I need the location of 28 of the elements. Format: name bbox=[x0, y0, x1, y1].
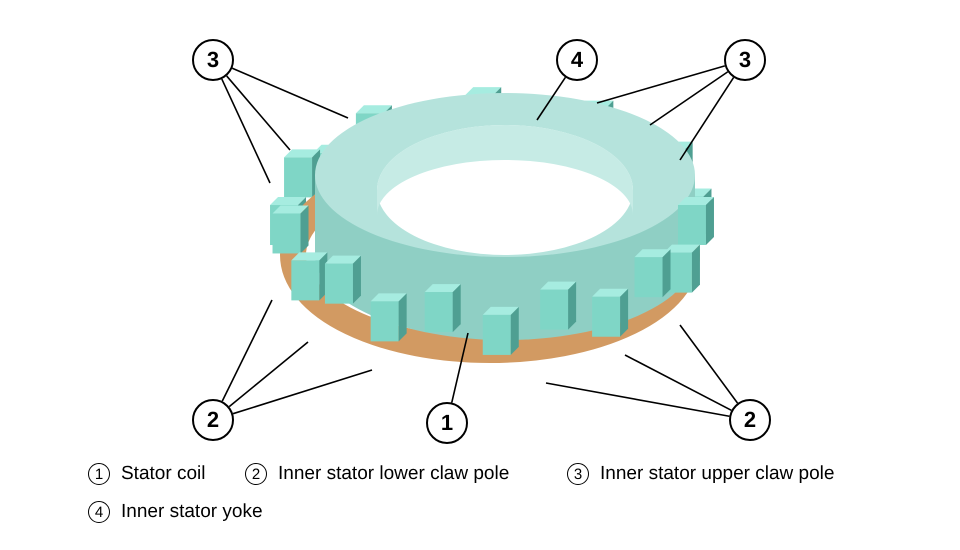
leader-line bbox=[222, 300, 273, 402]
legend-text: Stator coil bbox=[121, 463, 206, 485]
leader-line bbox=[624, 354, 732, 412]
leader-line bbox=[679, 77, 734, 160]
callout-number: 3 bbox=[724, 39, 766, 81]
legend-number: 2 bbox=[245, 463, 267, 485]
leader-line bbox=[451, 332, 469, 403]
leader-line bbox=[221, 78, 271, 184]
legend-number: 1 bbox=[88, 463, 110, 485]
leader-line bbox=[226, 75, 291, 151]
leader-line bbox=[536, 77, 566, 120]
leader-line bbox=[232, 68, 348, 119]
callout-number: 2 bbox=[192, 399, 234, 441]
legend-number: 3 bbox=[567, 463, 589, 485]
leader-line bbox=[232, 369, 372, 414]
leader-line bbox=[679, 324, 738, 404]
legend-text: Inner stator upper claw pole bbox=[600, 463, 834, 485]
callout-number: 2 bbox=[729, 399, 771, 441]
leader-line bbox=[596, 65, 726, 104]
callout-number: 1 bbox=[426, 402, 468, 444]
leader-line bbox=[650, 71, 728, 126]
leader-line bbox=[546, 382, 730, 418]
legend-text: Inner stator lower claw pole bbox=[278, 463, 510, 485]
callout-number: 4 bbox=[556, 39, 598, 81]
leader-line bbox=[228, 341, 308, 408]
legend-text: Inner stator yoke bbox=[121, 501, 263, 523]
callout-number: 3 bbox=[192, 39, 234, 81]
legend-number: 4 bbox=[88, 501, 110, 523]
